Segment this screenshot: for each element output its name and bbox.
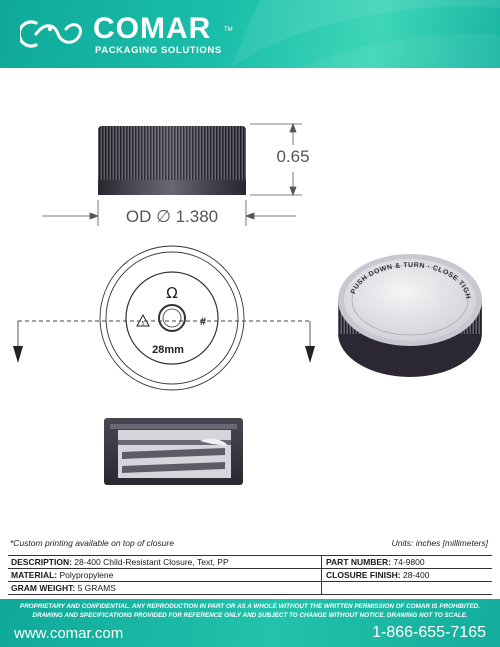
height-dimension bbox=[250, 122, 302, 197]
phone-number[interactable]: 1-866-655-7165 bbox=[372, 624, 486, 641]
gram-weight-value: 5 GRAMS bbox=[77, 583, 116, 593]
description-key: DESCRIPTION: bbox=[11, 557, 72, 567]
header-banner: COMAR TM PACKAGING SOLUTIONS bbox=[0, 0, 500, 68]
svg-text:5: 5 bbox=[142, 321, 145, 327]
hash-mark: # bbox=[200, 316, 206, 328]
trademark-mark: TM bbox=[224, 27, 233, 33]
part-number-value: 74-9800 bbox=[393, 557, 425, 567]
part-number-key: PART NUMBER: bbox=[326, 557, 392, 567]
units-note: Units: inches [millimeters] bbox=[391, 538, 488, 548]
closure-technical-drawing: 0.65 OD ∅ 1.380 Ω 5 # 28mm bbox=[0, 80, 482, 485]
gram-weight-key: GRAM WEIGHT: bbox=[11, 583, 76, 593]
legal-notice: PROPRIETARY AND CONFIDENTIAL. ANY REPROD… bbox=[0, 602, 500, 620]
brand-tagline: PACKAGING SOLUTIONS bbox=[95, 45, 222, 56]
od-dimension bbox=[42, 200, 296, 226]
section-arrow-right-icon bbox=[305, 346, 315, 363]
footer-banner: PROPRIETARY AND CONFIDENTIAL. ANY REPROD… bbox=[0, 599, 500, 647]
recycle-icon: 5 bbox=[136, 313, 150, 327]
material-value: Polypropylene bbox=[59, 570, 114, 580]
header-swoosh-decoration bbox=[230, 0, 500, 68]
legal-line-2: DRAWING AND SPECIFICATIONS PROVIDED FOR … bbox=[32, 612, 468, 619]
custom-printing-note: *Custom printing available on top of clo… bbox=[10, 538, 174, 548]
cap-photo-view: PUSH DOWN & TURN · CLOSE TIGHTLY · ← RIG… bbox=[0, 80, 482, 377]
website-link[interactable]: www.comar.com bbox=[14, 625, 124, 642]
spec-row: DESCRIPTION: 28-400 Child-Resistant Clos… bbox=[8, 556, 492, 569]
cap-cross-section bbox=[104, 418, 243, 485]
description-value: 28-400 Child-Resistant Closure, Text, PP bbox=[74, 557, 229, 567]
cap-top-view bbox=[99, 245, 245, 391]
height-dimension-label: 0.65 bbox=[276, 147, 309, 166]
brand-name: COMAR bbox=[93, 12, 212, 45]
top-size-label: 28mm bbox=[152, 344, 184, 356]
closure-finish-value: 28-400 bbox=[403, 570, 430, 580]
spec-row: MATERIAL: Polypropylene CLOSURE FINISH: … bbox=[8, 569, 492, 582]
spec-table: DESCRIPTION: 28-400 Child-Resistant Clos… bbox=[8, 555, 492, 595]
material-key: MATERIAL: bbox=[11, 570, 58, 580]
section-arrow-left-icon bbox=[13, 346, 23, 363]
od-dimension-label: OD ∅ 1.380 bbox=[126, 207, 218, 226]
closure-finish-key: CLOSURE FINISH: bbox=[326, 570, 401, 580]
cap-side-view bbox=[98, 126, 246, 195]
section-cut-line bbox=[13, 320, 315, 363]
legal-line-1: PROPRIETARY AND CONFIDENTIAL. ANY REPROD… bbox=[20, 603, 480, 610]
comar-logo-icon bbox=[20, 20, 82, 48]
spec-row: GRAM WEIGHT: 5 GRAMS bbox=[8, 582, 492, 595]
omega-mark: Ω bbox=[166, 284, 177, 302]
